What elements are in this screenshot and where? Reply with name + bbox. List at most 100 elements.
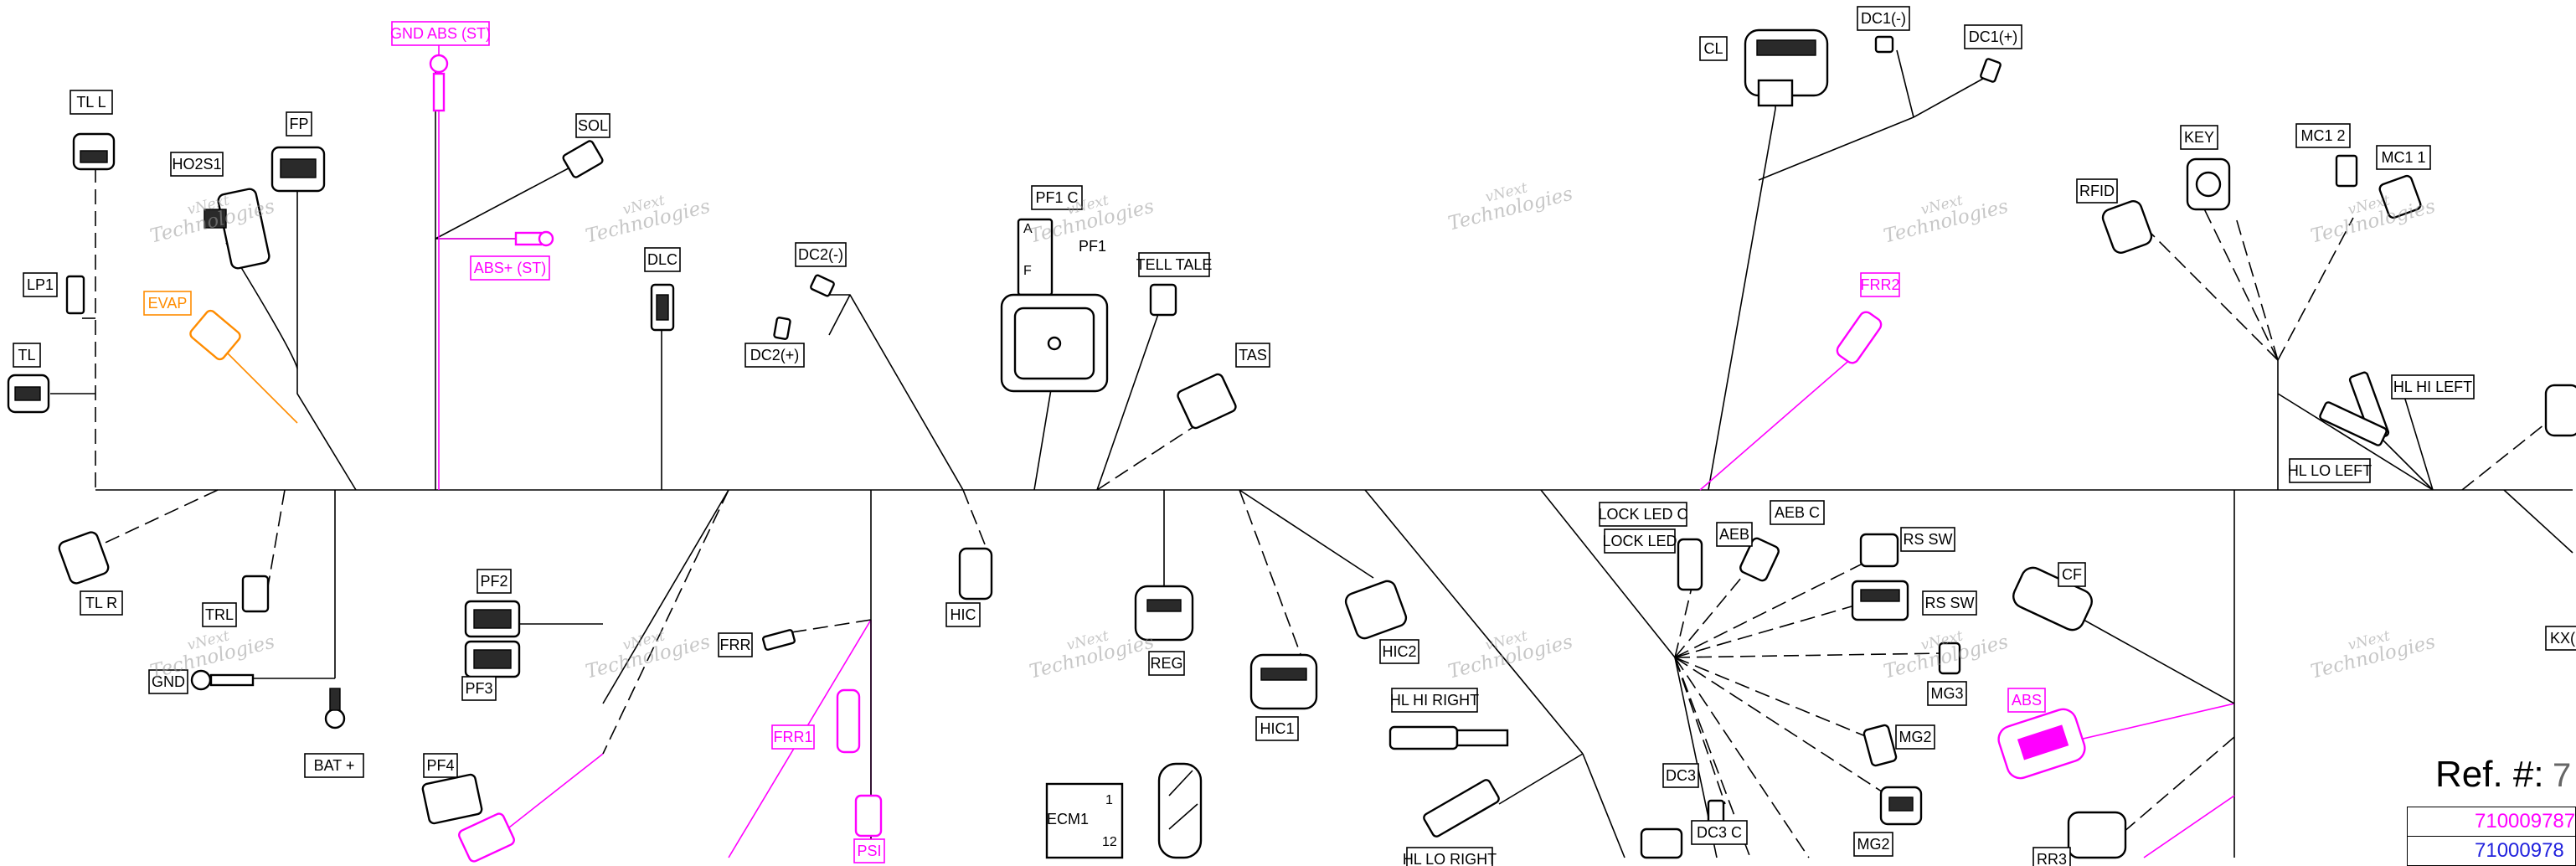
connector-bat-plus [324, 688, 346, 729]
svg-text:DC2(+): DC2(+) [750, 347, 800, 363]
svg-text:LOCK LED: LOCK LED [1602, 533, 1677, 549]
label-mc1-2: MC1 2 [2295, 123, 2351, 148]
svg-text:FRR2: FRR2 [1860, 276, 1899, 293]
ecm1-pin-12: 12 [1102, 835, 1117, 849]
label-rs-sw-1: RS SW [1900, 527, 1955, 552]
label-hic2: HIC2 [1379, 639, 1419, 664]
label-tell-tale: TELL TALE [1136, 252, 1212, 277]
label-tl-l: TL L [70, 90, 113, 115]
label-pf3: PF3 [461, 676, 497, 701]
label-dc2-minus: DC2(-) [795, 242, 847, 267]
svg-text:KX(: KX( [2550, 630, 2575, 647]
svg-text:EVAP: EVAP [148, 295, 188, 312]
label-rs-sw-2: RS SW [1922, 590, 1977, 616]
connector-abs [1997, 708, 2086, 780]
connector-hl-lo-right [1423, 779, 1500, 838]
connector-gnd-abs-st [429, 54, 449, 112]
connector-psi [854, 794, 883, 838]
svg-text:BAT +: BAT + [314, 757, 355, 774]
svg-text:PF2: PF2 [480, 573, 507, 590]
label-aeb-c: AEB C [1770, 500, 1825, 525]
label-hl-lo-right: HL LO RIGHT [1403, 847, 1497, 866]
label-rr3: RR3 [2032, 847, 2071, 866]
label-bat-plus: BAT + [304, 753, 364, 778]
connector-mg2-1 [1862, 724, 1898, 767]
svg-text:MC1 1: MC1 1 [2381, 149, 2425, 166]
label-hl-lo-left: HL LO LEFT [2288, 458, 2372, 483]
connector-evap [189, 309, 241, 361]
label-evap: EVAP [143, 291, 192, 316]
svg-text:HO2S1: HO2S1 [172, 156, 221, 173]
svg-text:PF4: PF4 [426, 757, 454, 774]
svg-text:CL: CL [1703, 40, 1723, 57]
connector-hic1 [1249, 653, 1318, 710]
label-tas: TAS [1235, 343, 1270, 368]
upper-branches [50, 49, 2573, 554]
label-frr: FRR [718, 632, 753, 657]
evap-harness-branch [225, 351, 298, 424]
svg-text:HIC: HIC [951, 606, 976, 623]
label-frr1: FRR1 [771, 724, 815, 750]
connector-tell-tale [1149, 283, 1177, 317]
connector-hic2 [1344, 580, 1408, 640]
svg-text:FRR: FRR [720, 637, 751, 653]
svg-text:FP: FP [289, 116, 308, 132]
svg-text:HL LO LEFT: HL LO LEFT [2288, 462, 2372, 479]
label-tl-r: TL R [80, 590, 123, 616]
connector-pf1 [1000, 218, 1109, 393]
svg-text:HL LO RIGHT: HL LO RIGHT [1403, 851, 1497, 866]
label-dc3: DC3 [1662, 763, 1699, 788]
connector-rfid [2101, 200, 2153, 254]
connector-gnd [190, 669, 255, 691]
svg-text:TL: TL [18, 347, 35, 363]
label-ho2s1: HO2S1 [170, 152, 224, 177]
label-hl-hi-left: HL HI LEFT [2391, 374, 2475, 399]
label-kx: KX( [2545, 626, 2576, 651]
connector-dc2-minus [810, 274, 835, 297]
connector-trl [241, 575, 270, 613]
svg-text:RS SW: RS SW [1903, 531, 1952, 548]
label-gnd: GND [148, 669, 188, 694]
ecm1-pin-1: 1 [1105, 793, 1113, 807]
svg-text:HIC1: HIC1 [1260, 720, 1294, 737]
label-cl: CL [1699, 36, 1728, 61]
connector-tas [1177, 373, 1237, 430]
connector-reg [1134, 585, 1194, 642]
label-dc2-plus: DC2(+) [744, 343, 805, 368]
ref-row: 71000978 [2406, 836, 2576, 866]
connector-lock-led [1677, 538, 1703, 591]
label-trl: TRL [202, 602, 237, 627]
connector-frr1 [836, 688, 861, 754]
svg-text:GND: GND [152, 673, 185, 690]
connector-tl-r [58, 531, 110, 585]
svg-text:PSI: PSI [857, 843, 881, 859]
label-hic1: HIC1 [1255, 716, 1299, 741]
svg-text:RFID: RFID [2079, 183, 2115, 199]
ref-row: 710009787 [2406, 807, 2576, 837]
pf1-pin-a: A [1023, 222, 1033, 236]
connector-right-edge [2544, 384, 2576, 437]
ref-row-value: 71000978 [2406, 836, 2576, 866]
svg-text:CF: CF [2062, 566, 2082, 583]
label-key: KEY [2180, 125, 2218, 150]
connector-mc1-2 [2335, 154, 2358, 188]
label-abs: ABS [2007, 688, 2046, 713]
label-lock-led: LOCK LED [1602, 528, 1677, 554]
connector-frr [762, 629, 796, 651]
connector-hic [958, 547, 993, 601]
label-pf1: PF1 [1079, 238, 1106, 255]
label-dc3-c: DC3 C [1691, 820, 1748, 845]
connector-pf3 [464, 640, 521, 678]
label-pf2: PF2 [477, 569, 512, 594]
label-mg2-2: MG2 [1853, 832, 1893, 857]
connector-ecm1 [1045, 762, 1203, 859]
label-frr2: FRR2 [1860, 272, 1900, 297]
svg-text:DC1(-): DC1(-) [1861, 10, 1906, 27]
connector-aeb [1739, 537, 1780, 582]
svg-text:KEY: KEY [2184, 129, 2214, 146]
svg-text:DC1(+): DC1(+) [1969, 28, 2018, 45]
pf1-pin-f: F [1023, 264, 1032, 278]
svg-text:ABS: ABS [2012, 692, 2042, 709]
connector-mg2-2 [1879, 786, 1923, 826]
